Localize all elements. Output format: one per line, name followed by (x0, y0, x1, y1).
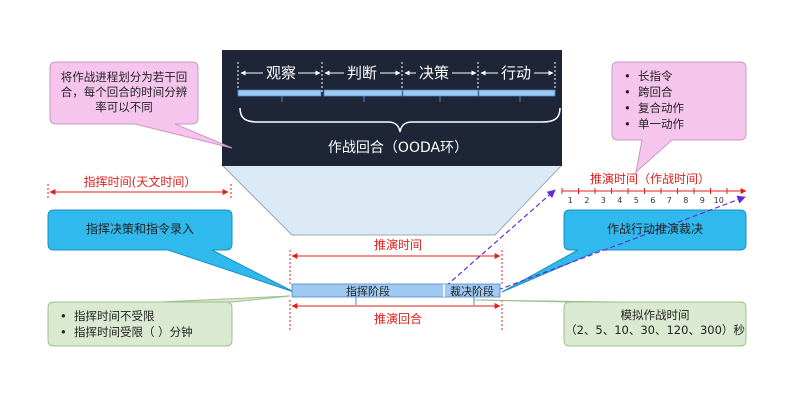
callout-top-right-item: 跨回合 (622, 84, 684, 100)
phase-label-observe: 观察 (266, 64, 296, 82)
time-tick-label: 9 (700, 196, 705, 205)
time-tick-label: 2 (584, 196, 589, 205)
callout-top-right-list: 长指令 跨回合 复合动作 单一动作 (622, 68, 684, 132)
phase-label-act: 行动 (501, 64, 531, 82)
callout-bottom-left-list: 指挥时间不受限 指挥时间受限（ ）分钟 (58, 308, 193, 340)
phase-bar-ticks (281, 96, 521, 102)
callout-bottom-left-item: 指挥时间受限（ ）分钟 (58, 324, 193, 340)
deduction-round-label: 推演回合 (374, 311, 422, 326)
callout-top-right-item: 长指令 (622, 68, 684, 84)
adjudication-stage-label: 裁决阶段 (450, 284, 494, 298)
callout-bottom-right-line: 模拟作战时间 (620, 308, 690, 322)
callout-bottom-left-item: 指挥时间不受限 (58, 308, 193, 324)
phase-dividers (237, 62, 556, 94)
callout-mid-left-shape (47, 209, 295, 293)
callout-bottom-right-shape (474, 299, 747, 347)
time-tick-label: 10 (714, 196, 724, 205)
deduction-time-right-label: 推演时间（作战时间） (590, 171, 710, 186)
deduction-time-tick-labels: 1 2 3 4 5 6 7 8 9 10 (568, 196, 724, 205)
ooda-brace (239, 107, 561, 133)
time-tick-label: 5 (634, 196, 639, 205)
callout-top-right-item: 复合动作 (622, 100, 684, 116)
ooda-caption: 作战回合（OODA环） (328, 140, 468, 156)
phase-label-orient: 判断 (347, 64, 377, 82)
callout-mid-right-shape (501, 209, 747, 293)
callout-top-left-text: 将作战进程划分为若干回合，每个回合的时间分辨率可以不同 (60, 70, 188, 114)
time-tick-label: 3 (601, 196, 606, 205)
command-stage-label: 指挥阶段 (346, 284, 390, 298)
phase-bars (237, 89, 556, 97)
time-tick-label: 6 (650, 196, 655, 205)
ooda-panel (222, 50, 562, 166)
phase-label-decide: 决策 (419, 64, 449, 82)
time-tick-label: 4 (617, 196, 622, 205)
purple-arrow-upper (445, 189, 556, 287)
callout-bottom-right-line: （2、5、10、30、120、300）秒 (565, 323, 745, 337)
purple-arrow-lower (497, 195, 746, 291)
deduction-time-ticks (561, 188, 728, 194)
callout-mid-left-text: 指挥决策和指令录入 (85, 222, 194, 236)
callout-mid-right-text: 作战行动推演裁决 (606, 222, 703, 236)
callout-bottom-right-text: 模拟作战时间 （2、5、10、30、120、300）秒 (564, 308, 746, 338)
command-time-label: 指挥时间(天文时间） (84, 174, 197, 189)
callout-top-right-item: 单一动作 (622, 116, 684, 132)
time-tick-label: 8 (683, 196, 688, 205)
funnel-shape (220, 164, 564, 236)
deduction-time-center-label: 推演时间 (374, 237, 422, 252)
time-tick-label: 1 (568, 196, 573, 205)
callout-top-left-shape (49, 61, 233, 149)
time-tick-label: 7 (667, 196, 672, 205)
